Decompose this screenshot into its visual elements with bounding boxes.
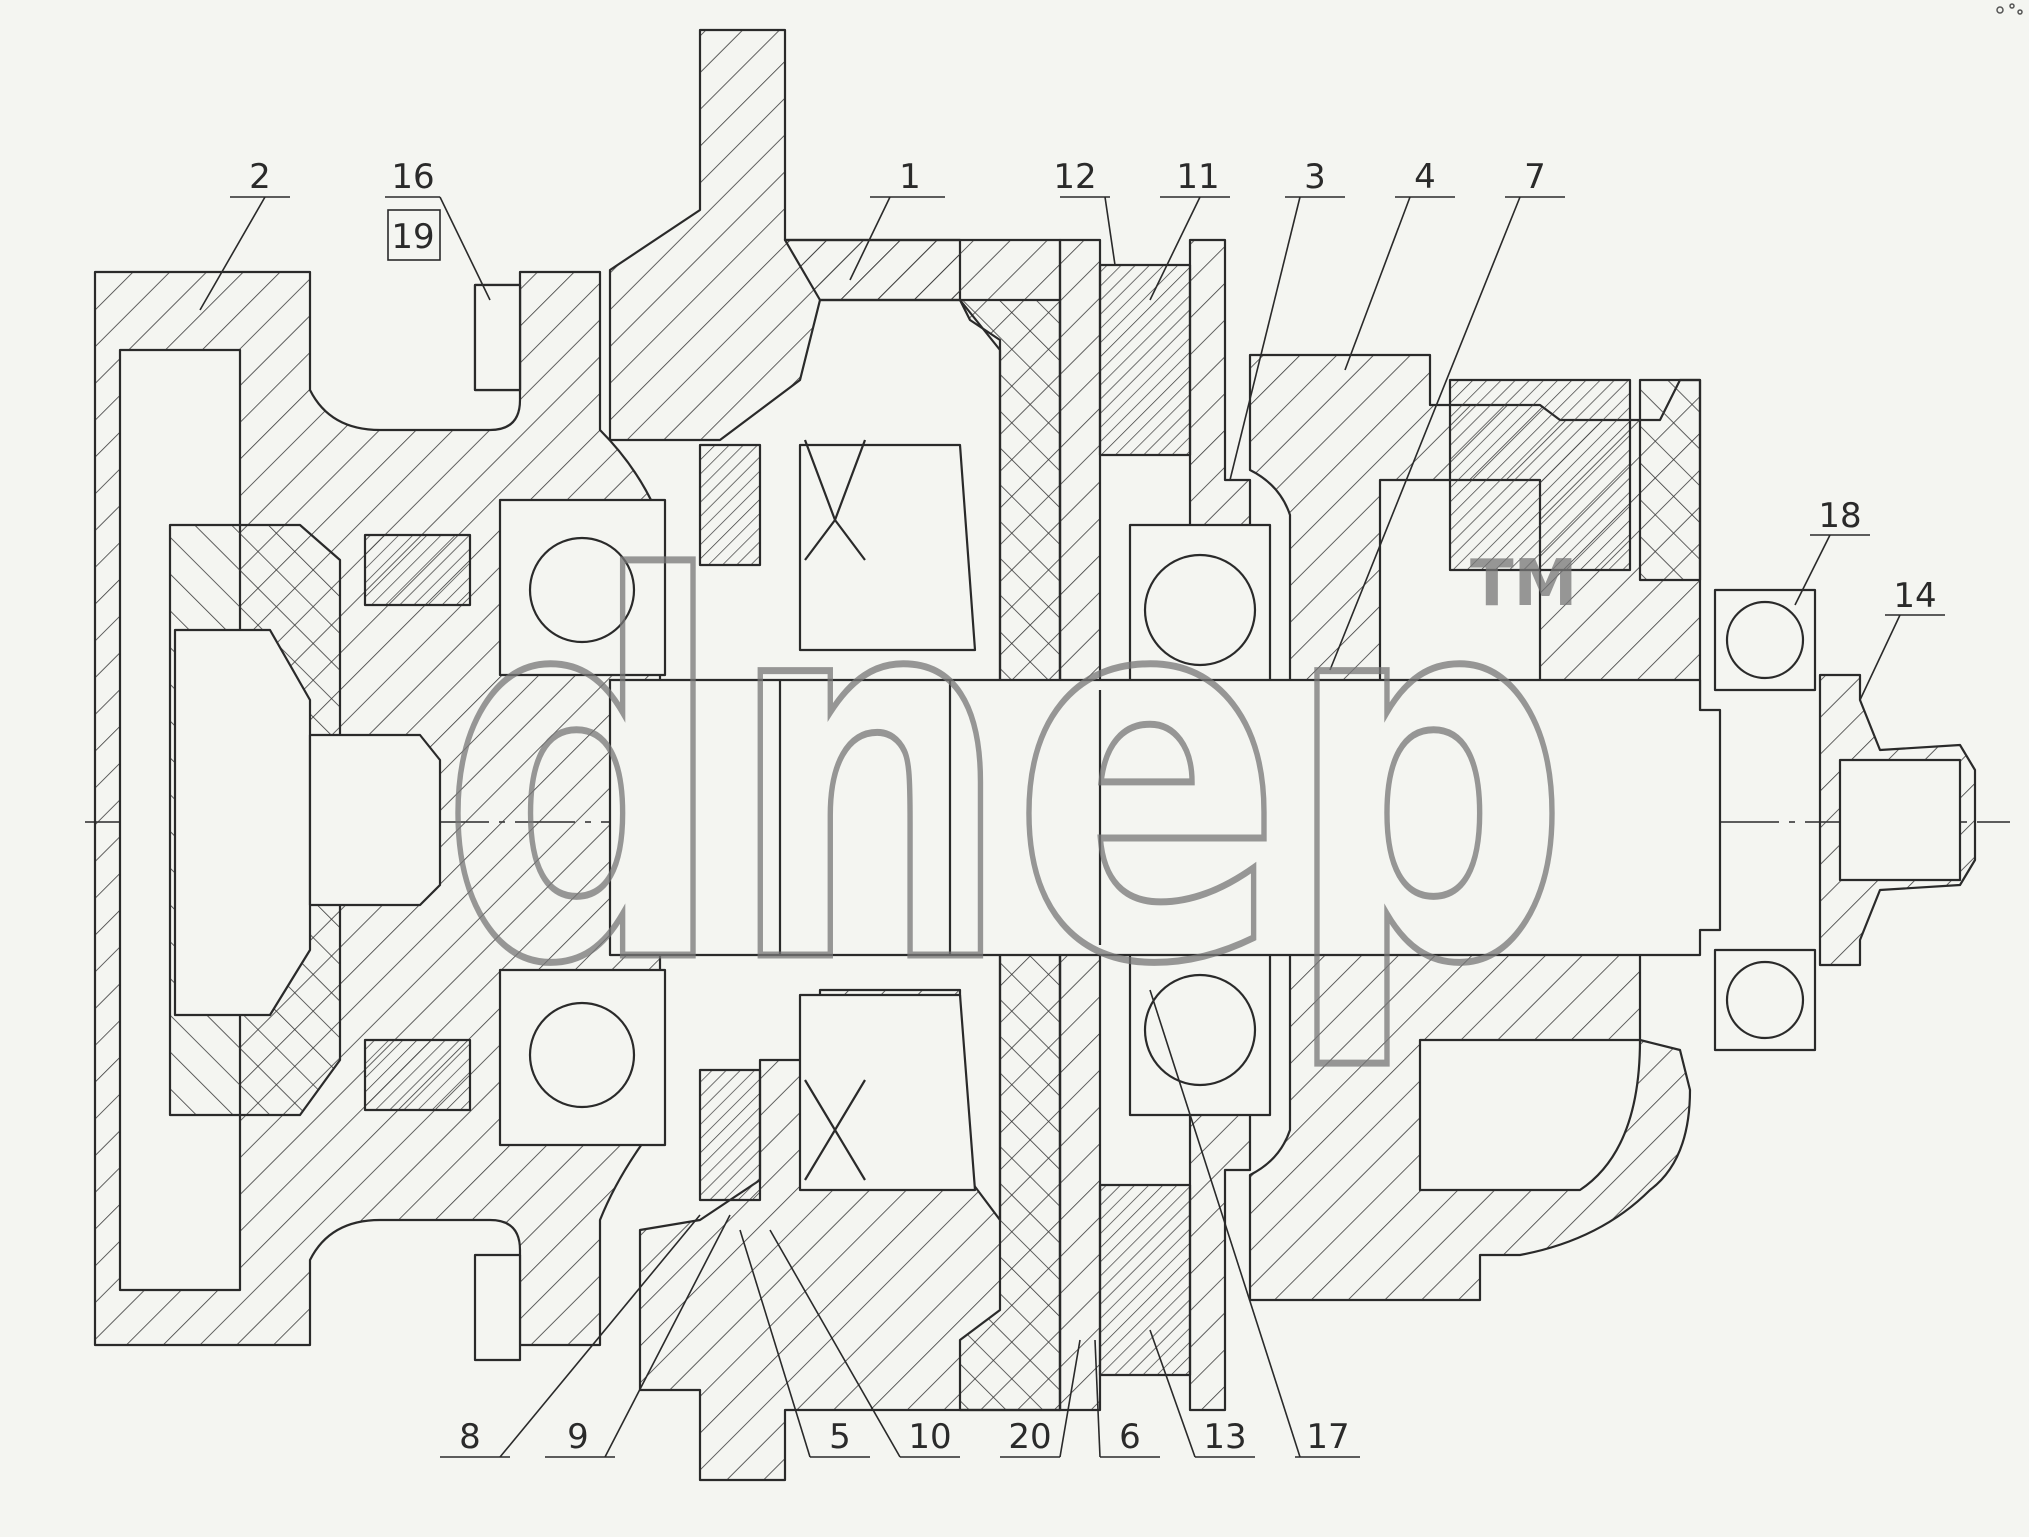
clutch-pack-upper — [1098, 263, 1192, 457]
label-4: 4 — [1414, 157, 1436, 197]
assembly-outline — [93, 28, 1977, 1482]
corner-mark — [1996, 3, 2023, 15]
top-flange — [608, 28, 962, 442]
label-8: 8 — [459, 1417, 481, 1457]
needle-bearing — [1448, 378, 1632, 572]
label-7: 7 — [1524, 157, 1546, 197]
watermark: dnep TM — [437, 469, 1578, 1082]
watermark-trademark: TM — [1470, 547, 1577, 621]
label-2: 2 — [249, 157, 271, 197]
label-17: 17 — [1306, 1417, 1349, 1457]
spring-upper — [803, 439, 867, 561]
main-housing-inner-low — [798, 993, 977, 1192]
label-9: 9 — [567, 1417, 589, 1457]
label-3: 3 — [1304, 157, 1326, 197]
label-1: 1 — [899, 157, 921, 197]
disc-pack-upper — [698, 443, 762, 567]
shaft-spindle — [308, 733, 442, 907]
bolt-lower — [473, 1253, 522, 1362]
seal-lower — [363, 1038, 472, 1112]
label-20: 20 — [1008, 1417, 1051, 1457]
label-12: 12 — [1053, 157, 1096, 197]
disc-pack-lower — [698, 1068, 762, 1202]
spring-lower — [804, 1079, 866, 1181]
label-11: 11 — [1176, 157, 1219, 197]
label-16: 16 — [391, 157, 434, 197]
seal-upper — [363, 533, 472, 607]
main-shaft — [608, 678, 1722, 957]
right-housing-cavity-low — [1418, 1038, 1642, 1192]
label-19: 19 — [391, 217, 434, 257]
leader-lines — [199, 196, 1945, 1458]
left-hub-core — [173, 628, 312, 1017]
part-labels: 2 16 19 1 12 11 3 4 7 18 14 8 9 5 10 20 … — [249, 157, 1936, 1457]
label-13: 13 — [1203, 1417, 1246, 1457]
label-10: 10 — [908, 1417, 951, 1457]
label-18: 18 — [1818, 496, 1861, 536]
watermark-text: dnep — [440, 472, 1570, 1078]
label-6: 6 — [1119, 1417, 1141, 1457]
label-5: 5 — [829, 1417, 851, 1457]
label-14: 14 — [1893, 576, 1936, 616]
clutch-pack-lower — [1098, 1183, 1192, 1377]
